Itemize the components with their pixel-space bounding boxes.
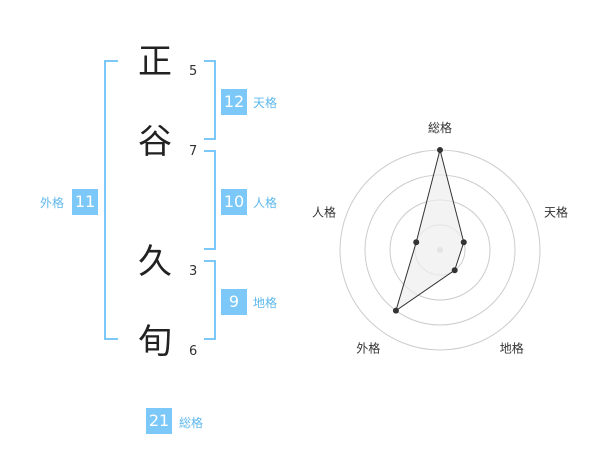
name-char-3: 久 xyxy=(138,242,172,282)
radar-point-3 xyxy=(451,267,458,274)
stroke-count-4: 6 xyxy=(189,344,198,359)
tenkaku-value-badge: 12 xyxy=(221,89,247,115)
jinkaku-bracket xyxy=(204,150,216,250)
gaikaku-label: 外格 xyxy=(40,196,65,210)
chikaku-bracket xyxy=(204,260,216,340)
jinkaku-label: 人格 xyxy=(253,196,278,210)
name-char-1: 正 xyxy=(138,42,172,82)
tenkaku-bracket xyxy=(204,60,216,140)
radar-point-5 xyxy=(413,239,420,246)
radar-axis-label: 天格 xyxy=(544,204,568,219)
radar-point-1 xyxy=(437,147,443,153)
stroke-count-2: 7 xyxy=(189,144,198,159)
name-char-4: 旬 xyxy=(138,322,172,362)
soukaku-value-badge: 21 xyxy=(146,408,172,434)
radar-point-4 xyxy=(392,307,399,314)
jinkaku-value-badge: 10 xyxy=(221,189,247,215)
chikaku-label: 地格 xyxy=(253,296,278,310)
stroke-count-1: 5 xyxy=(189,64,198,79)
soukaku-label: 総格 xyxy=(179,416,204,430)
name-char-2: 谷 xyxy=(138,122,172,162)
radar-axis-label: 外格 xyxy=(356,341,380,356)
radar-axis-label: 人格 xyxy=(312,204,336,219)
tenkaku-label: 天格 xyxy=(253,96,278,110)
radar-axis-label: 総格 xyxy=(428,120,452,135)
radar-point-2 xyxy=(460,239,467,246)
chikaku-value-badge: 9 xyxy=(221,289,247,315)
gaikaku-value-badge: 11 xyxy=(72,189,98,215)
gaikaku-bracket xyxy=(104,60,118,340)
stroke-count-3: 3 xyxy=(189,264,198,279)
radar-data-area xyxy=(395,149,465,312)
radar-axis-label: 地格 xyxy=(500,341,524,356)
